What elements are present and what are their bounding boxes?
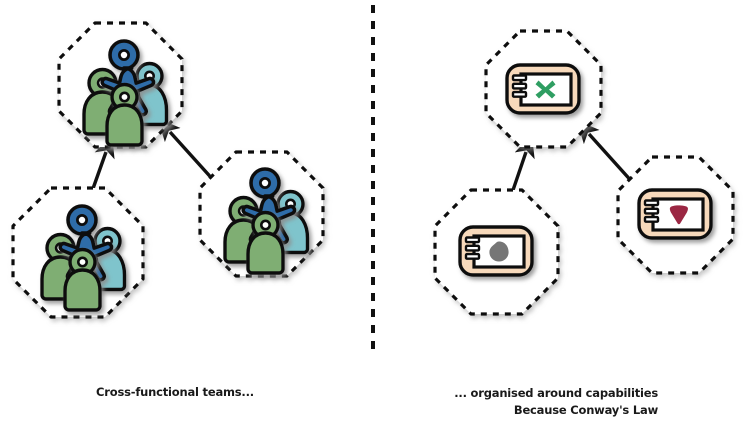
capability-node-top[interactable] xyxy=(484,29,603,149)
right-panel-caption-line-2: Because Conway's Law xyxy=(513,403,658,417)
right-panel-caption: ... organised around capabilities Becaus… xyxy=(390,385,658,419)
green-x-icon xyxy=(535,80,556,99)
team-node-top[interactable] xyxy=(57,21,184,149)
right-panel-caption-line-1: ... organised around capabilities xyxy=(454,386,658,400)
left-panel-caption: Cross-functional teams... xyxy=(96,385,254,399)
capability-node-bottom-left[interactable] xyxy=(433,188,560,316)
grey-blob-icon xyxy=(489,241,509,262)
team-node-bottom-left[interactable] xyxy=(11,186,145,319)
arrow-right-bottom-left-to-top xyxy=(509,134,535,197)
arrow-left-bottom-right-to-top xyxy=(157,118,218,185)
team-node-bottom-right[interactable] xyxy=(198,150,325,278)
left-panel xyxy=(11,21,325,319)
maroon-heart-icon xyxy=(669,205,688,225)
capability-node-bottom-right[interactable] xyxy=(616,155,735,275)
arrow-right-bottom-right-to-top xyxy=(576,120,636,186)
right-panel xyxy=(433,29,735,316)
